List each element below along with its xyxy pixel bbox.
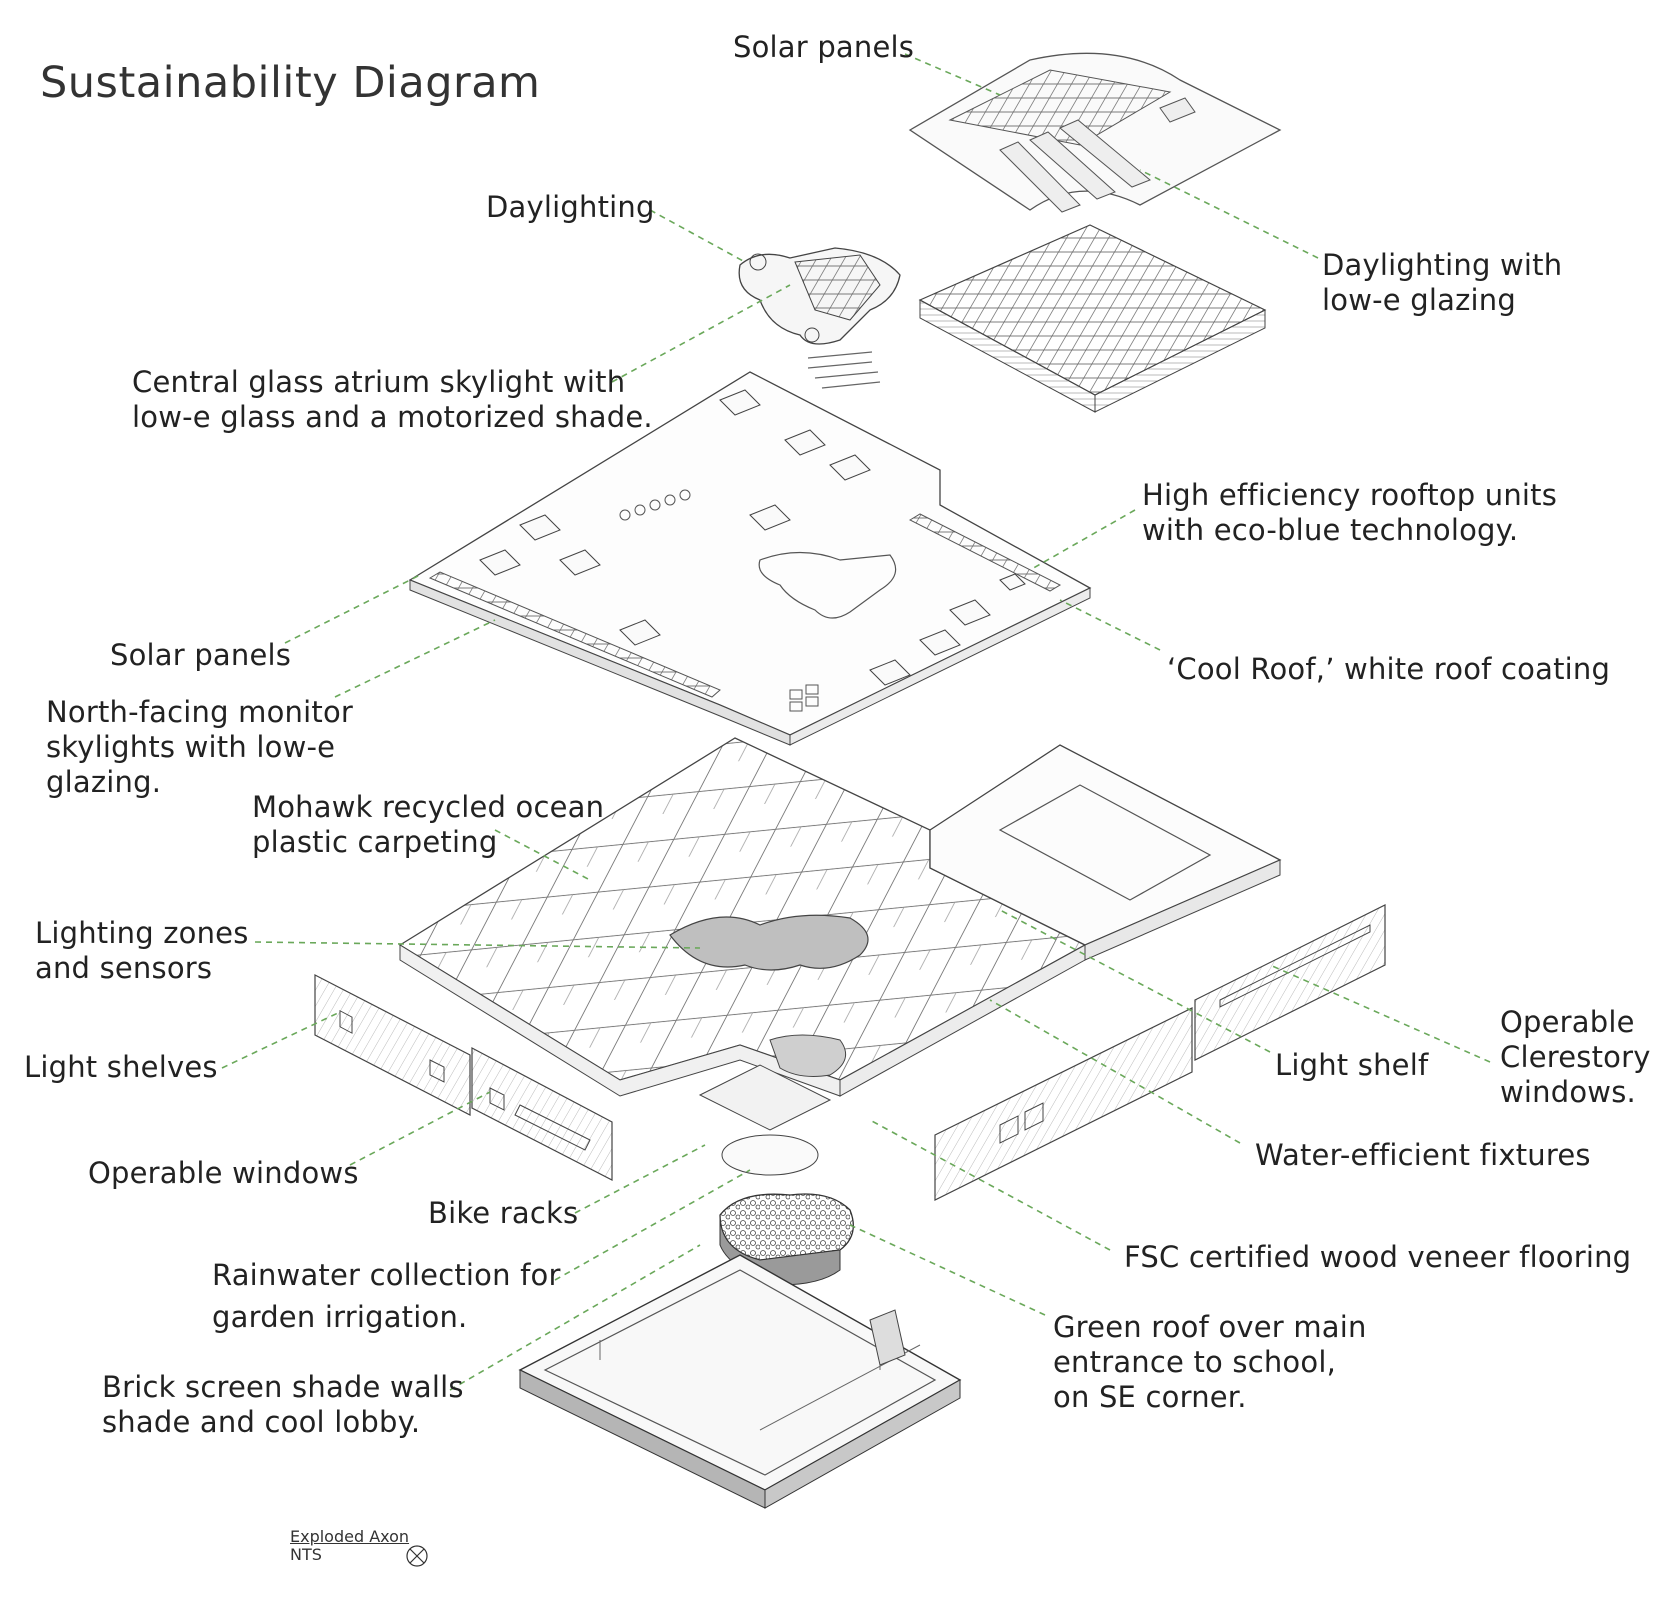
scale-note-scale: NTS — [290, 1545, 322, 1564]
label-mohawk: Mohawk recycled ocean plastic carpeting — [252, 790, 604, 860]
line: on SE corner. — [1053, 1380, 1247, 1414]
line: plastic carpeting — [252, 825, 498, 859]
label-lighting-zones: Lighting zones and sensors — [35, 916, 249, 986]
ground-floor-layer — [518, 1254, 962, 1509]
label-cool-roof: ‘Cool Roof,’ white roof coating — [1167, 652, 1611, 686]
label-brick-screen: Brick screen shade walls shade and cool … — [102, 1370, 464, 1440]
line: glazing. — [46, 765, 162, 799]
label-operable-clerestory: Operable Clerestory windows. — [1500, 1005, 1651, 1110]
left-wall-light-shelves — [314, 974, 613, 1181]
leader-lines — [221, 53, 1491, 1391]
label-solar-panels-mid: Solar panels — [110, 638, 292, 672]
label-light-shelves: Light shelves — [24, 1050, 218, 1084]
top-roof-layer — [908, 52, 1282, 213]
line: Central glass atrium skylight with — [132, 365, 626, 399]
line: skylights with low-e — [46, 730, 336, 764]
line: Daylighting with — [1322, 248, 1563, 282]
label-water-efficient: Water-efficient fixtures — [1255, 1138, 1591, 1172]
line: Lighting zones — [35, 916, 249, 950]
line: with eco-blue technology. — [1142, 513, 1519, 547]
main-roof-layer — [408, 371, 1092, 746]
north-arrow-icon — [406, 1545, 428, 1567]
label-light-shelf: Light shelf — [1275, 1048, 1429, 1082]
atrium-skylight-layer — [738, 247, 901, 389]
label-rooftop-units: High efficiency rooftop units with eco-b… — [1142, 478, 1557, 548]
label-green-roof: Green roof over main entrance to school,… — [1053, 1310, 1367, 1415]
line: Mohawk recycled ocean — [252, 790, 605, 824]
label-fsc-flooring: FSC certified wood veneer flooring — [1124, 1240, 1632, 1274]
label-north-monitor: North-facing monitor skylights with low-… — [46, 695, 353, 800]
label-solar-panels-top: Solar panels — [733, 30, 915, 64]
label-daylighting-lowe: Daylighting with low-e glazing — [1322, 248, 1562, 318]
line: garden irrigation. — [212, 1300, 468, 1334]
line: entrance to school, — [1053, 1345, 1336, 1379]
line: Green roof over main — [1053, 1310, 1367, 1344]
label-operable-windows: Operable windows — [88, 1156, 359, 1190]
line: windows. — [1500, 1075, 1636, 1109]
line: North-facing monitor — [46, 695, 354, 729]
label-central-atrium: Central glass atrium skylight with low-e… — [132, 365, 653, 435]
label-bike-racks: Bike racks — [428, 1196, 579, 1230]
line: and sensors — [35, 951, 213, 985]
line: Operable — [1500, 1005, 1635, 1039]
label-daylighting: Daylighting — [486, 190, 655, 224]
line: shade and cool lobby. — [102, 1405, 421, 1439]
label-rainwater: Rainwater collection for garden irrigati… — [212, 1258, 561, 1341]
scale-note-title: Exploded Axon — [290, 1527, 410, 1546]
floor-plan-layer — [398, 737, 1282, 1176]
line: Clerestory — [1500, 1040, 1651, 1074]
line: Rainwater collection for — [212, 1258, 561, 1292]
line: low-e glass and a motorized shade. — [132, 400, 653, 434]
line: low-e glazing — [1322, 283, 1516, 317]
diagram-title: Sustainability Diagram — [40, 58, 541, 108]
scale-note: Exploded Axon NTS — [290, 1528, 409, 1564]
right-wall-clerestory — [934, 904, 1386, 1201]
daylighting-grid-layer — [918, 224, 1267, 413]
line: Brick screen shade walls — [102, 1370, 464, 1404]
line: High efficiency rooftop units — [1142, 478, 1558, 512]
